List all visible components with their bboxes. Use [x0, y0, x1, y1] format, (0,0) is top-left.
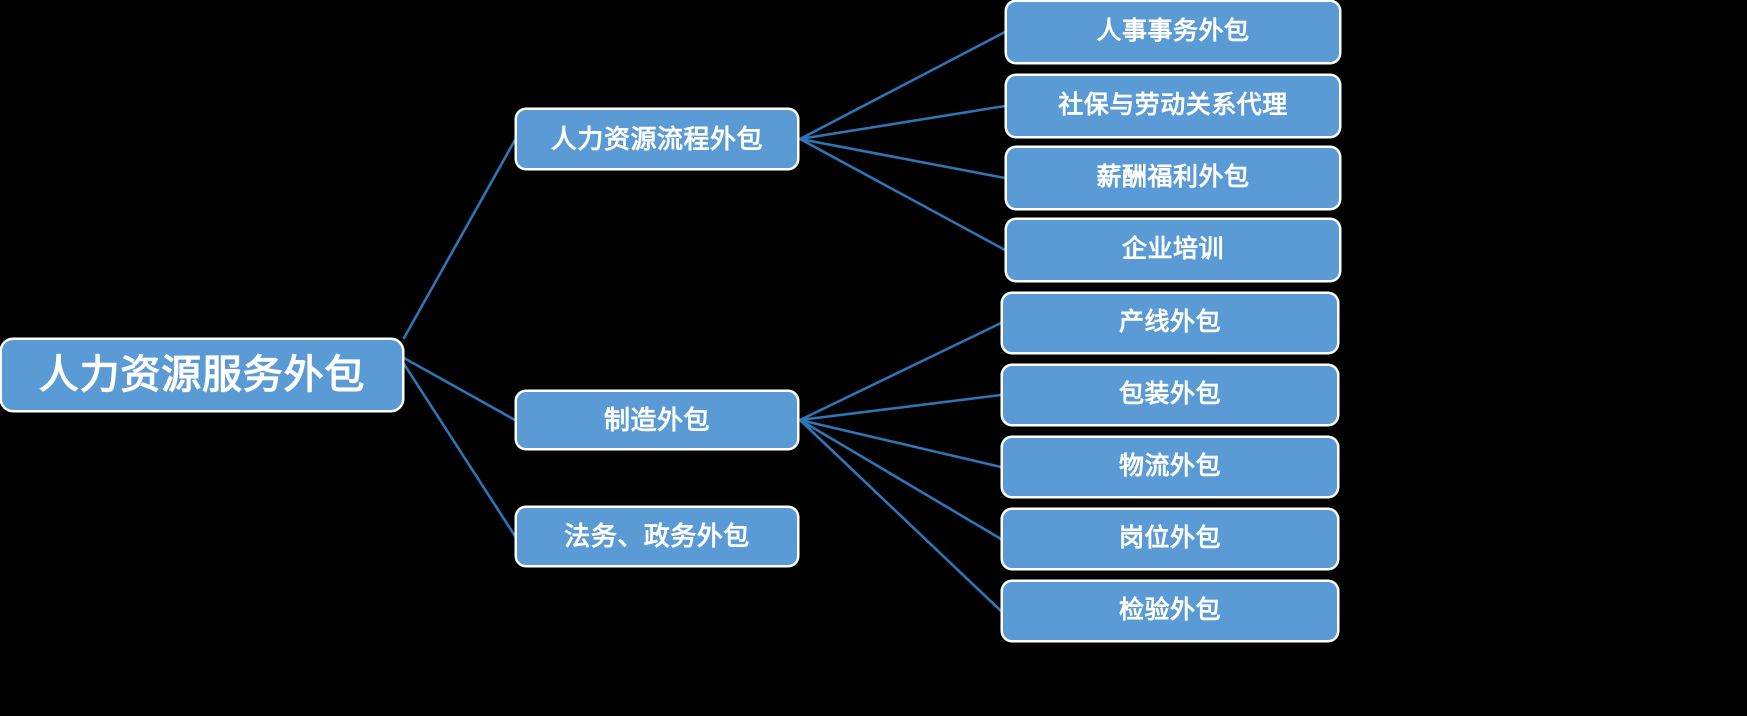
- connector-line: [798, 418, 1003, 541]
- leaf-node-social-insurance-labor-relations[interactable]: 社保与劳动关系代理: [1007, 76, 1339, 136]
- branch-node-label: 法务、政务外包: [564, 521, 750, 552]
- connector-line: [798, 393, 1003, 422]
- branch-node-manufacturing[interactable]: 制造外包: [517, 392, 797, 448]
- connector-line: [402, 356, 517, 422]
- leaf-node-personnel-affairs[interactable]: 人事事务外包: [1007, 2, 1339, 62]
- leaf-node-label: 产线外包: [1118, 308, 1221, 337]
- leaf-node-corporate-training[interactable]: 企业培训: [1007, 220, 1339, 280]
- leaf-node-label: 人事事务外包: [1096, 17, 1250, 46]
- branch-node-legal-government[interactable]: 法务、政务外包: [517, 508, 797, 565]
- leaf-node-label: 岗位外包: [1118, 524, 1221, 553]
- leaf-node-label: 检验外包: [1118, 596, 1221, 625]
- connector-line: [402, 138, 517, 340]
- leaf-node-production-line[interactable]: 产线外包: [1003, 294, 1337, 352]
- branch-node-hr-process[interactable]: 人力资源流程外包: [517, 110, 797, 168]
- leaf-node-label: 企业培训: [1121, 235, 1224, 264]
- leaf-node-label: 物流外包: [1118, 452, 1221, 481]
- branch-node-label: 制造外包: [603, 404, 711, 435]
- branch-node-label: 人力资源流程外包: [550, 123, 764, 154]
- leaf-node-position-staffing[interactable]: 岗位外包: [1003, 510, 1337, 568]
- connector-line: [798, 30, 1007, 141]
- leaf-node-packaging[interactable]: 包装外包: [1003, 366, 1337, 424]
- connector-line: [402, 362, 517, 538]
- root-node[interactable]: 人力资源服务外包: [2, 340, 402, 410]
- connector-line: [798, 321, 1003, 422]
- connector-line: [798, 137, 1007, 252]
- root-node-label: 人力资源服务外包: [38, 353, 366, 397]
- leaf-node-compensation-benefits[interactable]: 薪酬福利外包: [1007, 148, 1339, 208]
- leaf-node-inspection[interactable]: 检验外包: [1003, 582, 1337, 640]
- leaf-node-label: 社保与劳动关系代理: [1058, 91, 1288, 120]
- connector-line: [798, 418, 1003, 469]
- connector-line: [798, 137, 1007, 180]
- leaf-node-label: 包装外包: [1118, 380, 1221, 409]
- leaf-node-logistics[interactable]: 物流外包: [1003, 438, 1337, 496]
- connector-line: [798, 418, 1003, 613]
- leaf-node-label: 薪酬福利外包: [1096, 163, 1250, 192]
- connector-line: [798, 104, 1007, 141]
